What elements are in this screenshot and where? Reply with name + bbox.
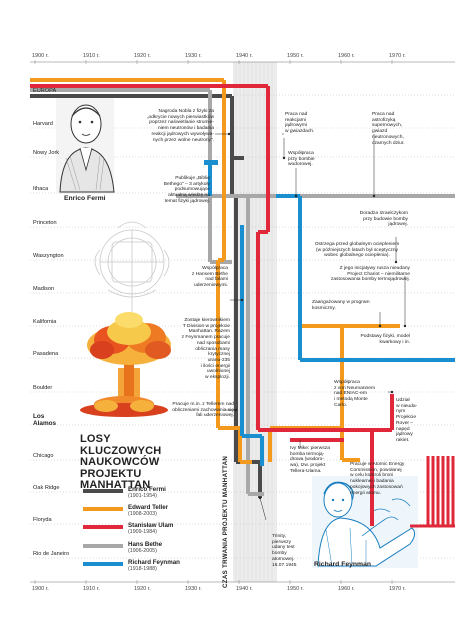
city-label-california: Kalifornia xyxy=(33,319,57,325)
note-washington-shockwaves: Współpraca z Hansem Bethe nad falami ude… xyxy=(191,266,228,289)
legend-years-fermi: (1901-1954) xyxy=(128,493,157,499)
infographic-title: LOSY KLUCZOWYCH NAUKOWCÓW PROJEKTU MANHA… xyxy=(80,433,162,491)
city-label-new-york: Nowy Jork xyxy=(33,150,60,156)
note-aec: Pracuje w Atomic Energy Commission, powo… xyxy=(350,462,405,496)
fermi-portrait-name: Enrico Fermi xyxy=(64,195,106,202)
legend-swatch-feynman xyxy=(83,562,123,566)
year-label-bottom-1950: 1950 r. xyxy=(287,586,304,592)
city-label-oak-ridge: Oak Ridge xyxy=(33,485,60,491)
legend-item-ulam: Stanisław Ulam (1909-1984) xyxy=(83,522,174,535)
year-label-bottom-1960: 1960 r. xyxy=(338,586,355,592)
year-label-1920: 1920 r. xyxy=(134,53,151,59)
year-label-bottom-1970: 1970 r. xyxy=(389,586,406,592)
city-label-rio: Rio de Janeiro xyxy=(33,551,70,557)
note-ivy-mike: Ivy Mike: pierwsza bomba termoją- drowa … xyxy=(290,446,330,474)
mushroom-cloud-illustration xyxy=(80,312,171,417)
note-project-rover: Udział w nieuda- nym Projekcie Rover – n… xyxy=(396,398,418,443)
year-label-bottom-1920: 1920 r. xyxy=(134,586,151,592)
city-label-europa: EUROPA xyxy=(33,88,57,94)
year-label-1970: 1970 r. xyxy=(389,53,406,59)
city-label-florida: Floryda xyxy=(33,517,52,523)
legend-name-ulam: Stanisław Ulam xyxy=(128,522,174,529)
note-project-chariot: Z jego inicjatywy rusza nieudany Project… xyxy=(330,266,410,283)
city-label-washington: Waszyngton xyxy=(33,253,64,259)
gadget-bomb-illustration xyxy=(94,221,170,312)
note-space-program: Zaangażowany w program kosmiczny. xyxy=(312,300,370,311)
legend-years-teller: (1908-2003) xyxy=(128,511,157,517)
note-eniac: Współpraca z von Neumannem nad ENIAC-em … xyxy=(334,380,376,408)
note-astrophysics: Praca nad astrofizyką supernowych, gwiaz… xyxy=(372,112,405,146)
note-shockwave-calcs: Pracuje m.in. z Tellerem nad obliczeniam… xyxy=(172,402,234,419)
note-star-reactions: Praca nad reakcjami jądrowymi w gwiazdac… xyxy=(285,112,315,135)
city-label-los-alamos: Los Alamos xyxy=(33,413,57,427)
manhattan-period-label: CZAS TRWANIA PROJEKTU MANHATTAN xyxy=(222,455,229,588)
note-global-warming: Ostrzega przed globalnym ociepleniem (w … xyxy=(314,242,400,259)
year-label-bottom-1930: 1930 r. xyxy=(185,586,202,592)
callout-pointers xyxy=(215,132,407,521)
manhattan-period-band xyxy=(233,62,277,582)
feynman-portrait-illustration xyxy=(312,476,418,568)
feynman-start-marker xyxy=(204,160,218,165)
year-label-1940: 1940 r. xyxy=(236,53,253,59)
fermi-portrait-illustration xyxy=(56,98,115,194)
legend-name-teller: Edward Teller xyxy=(128,504,169,511)
legend-years-ulam: (1909-1984) xyxy=(128,529,157,535)
legend-item-teller: Edward Teller (1908-2003) xyxy=(83,504,169,517)
year-label-1900: 1900 r. xyxy=(32,53,49,59)
year-label-1950: 1950 r. xyxy=(287,53,304,59)
note-quark-model: Podstawy fizyki, model kwarkowy i in. xyxy=(360,334,410,345)
note-trinity-test: Trinity, pierwszy udany test bomby atomo… xyxy=(272,534,297,568)
year-label-bottom-1940: 1940 r. xyxy=(236,586,253,592)
ulam-path xyxy=(30,84,394,526)
city-label-pasadena: Pasadena xyxy=(33,351,59,357)
city-label-madison: Madison xyxy=(33,286,55,292)
legend-name-feynman: Richard Feynman xyxy=(128,559,180,566)
city-label-chicago: Chicago xyxy=(33,453,54,459)
ulam-florida-bars xyxy=(410,456,455,528)
city-label-harvard: Harvard xyxy=(33,121,53,127)
legend-swatch-fermi xyxy=(83,489,123,493)
legend-item-fermi: Enrico Fermi (1901-1954) xyxy=(83,486,166,499)
legend-swatch-bethe xyxy=(83,544,123,548)
note-bethe-bible: Publikuje „Biblię Bethego” – 3 artykuły … xyxy=(163,176,210,204)
year-label-1930: 1930 r. xyxy=(185,53,202,59)
feynman-portrait-name: Richard Feynman xyxy=(314,561,372,568)
note-nobel-prize: Nagroda Nobla z fizyki za „odkrycie nowy… xyxy=(146,109,214,143)
legend-item-feynman: Richard Feynman (1918-1988) xyxy=(83,559,180,572)
note-israel: Doradza Izraelczykom przy budowie bomby … xyxy=(359,211,408,228)
year-label-bottom-1900: 1900 r. xyxy=(32,586,49,592)
legend-swatch-ulam xyxy=(83,525,123,529)
legend-item-bethe: Hans Bethe (1906-2005) xyxy=(83,541,163,554)
year-label-1910: 1910 r. xyxy=(83,53,100,59)
legend-years-bethe: (1906-2005) xyxy=(128,548,157,554)
city-label-boulder: Boulder xyxy=(33,385,53,391)
legend-name-fermi: Enrico Fermi xyxy=(128,486,166,493)
year-label-bottom-1910: 1910 r. xyxy=(83,586,100,592)
legend-name-bethe: Hans Bethe xyxy=(128,541,163,548)
legend-years-feynman: (1918-1988) xyxy=(128,566,157,572)
city-label-ithaca: Ithaca xyxy=(33,186,49,192)
city-label-princeton: Princeton xyxy=(33,220,57,226)
year-label-1960: 1960 r. xyxy=(338,53,355,59)
legend-swatch-teller xyxy=(83,507,123,511)
note-hydrogen-bomb: Współpraca przy bombie wodorowej. xyxy=(288,151,315,168)
note-t-division: Zostaje kierownikiem T Division w projek… xyxy=(181,318,230,381)
